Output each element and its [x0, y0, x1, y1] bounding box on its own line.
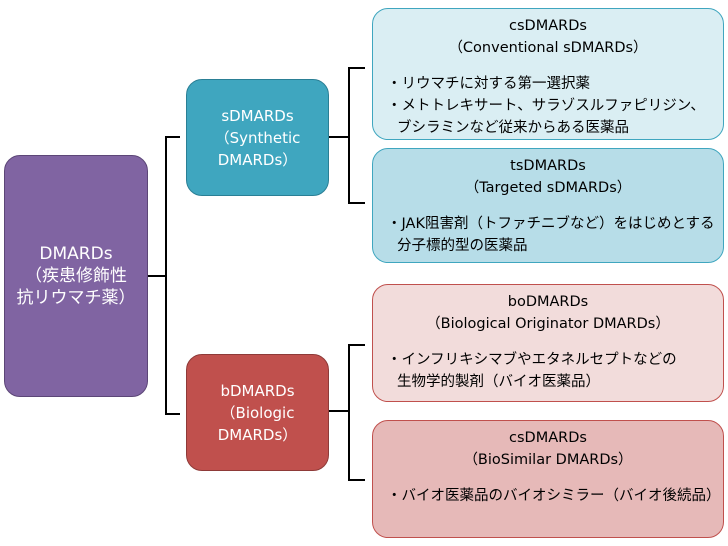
synthetic-line-2: （Synthetic: [214, 128, 301, 147]
leaf-bullet-list: ・リウマチに対する第一選択薬 ・メトトレキサート、サラゾスルファピリジン、 ブシ…: [373, 73, 723, 139]
bullet-item: ・インフリキシマブやエタネルセプトなどの: [387, 352, 677, 368]
bullet-item: ・JAK阻害剤（トファチニブなど）をはじめとする: [387, 216, 715, 232]
biologic-dmards-node: bDMARDs （Biologic DMARDs）: [186, 354, 329, 471]
biologic-line-2: （Biologic: [220, 403, 295, 422]
csdmards-conventional-node: csDMARDs （Conventional sDMARDs） ・リウマチに対す…: [372, 8, 724, 140]
root-line-3: 抗リウマチ薬）: [16, 288, 136, 308]
bullet-item: ・メトトレキサート、サラゾスルファピリジン、: [387, 98, 705, 114]
bullet-item: 分子標的型の医薬品: [397, 238, 528, 254]
leaf-subtitle: （BioSimilar DMARDs）: [463, 452, 633, 468]
leaf-subtitle: （Targeted sDMARDs）: [464, 180, 632, 196]
synthetic-line-3: DMARDs）: [217, 150, 298, 169]
bodmards-originator-node: boDMARDs （Biological Originator DMARDs） …: [372, 284, 724, 402]
leaf-subtitle: （Biological Originator DMARDs）: [426, 316, 670, 332]
leaf-title: csDMARDs: [509, 430, 587, 446]
leaf-bullet-list: ・JAK阻害剤（トファチニブなど）をはじめとする 分子標的型の医薬品: [373, 213, 723, 257]
leaf-bullet-list: ・インフリキシマブやエタネルセプトなどの 生物学的製剤（バイオ医薬品）: [373, 349, 723, 393]
leaf-title: tsDMARDs: [510, 158, 586, 174]
root-line-2: （疾患修飾性: [25, 266, 127, 286]
leaf-subtitle: （Conventional sDMARDs）: [448, 40, 648, 56]
bullet-item: ・リウマチに対する第一選択薬: [387, 76, 590, 92]
bullet-item: 生物学的製剤（バイオ医薬品）: [397, 374, 600, 390]
biologic-bracket: [348, 344, 365, 481]
bullet-item: ブシラミンなど従来からある医薬品: [397, 120, 629, 136]
dmards-root-node: DMARDs （疾患修飾性 抗リウマチ薬）: [4, 155, 148, 397]
leaf-title: csDMARDs: [509, 18, 587, 34]
biologic-line-1: bDMARDs: [220, 381, 295, 400]
root-bracket: [165, 136, 180, 415]
synthetic-line-1: sDMARDs: [221, 106, 294, 125]
leaf-title: boDMARDs: [507, 294, 589, 310]
bullet-item: ・バイオ医薬品のバイオシミラー（バイオ後続品）: [387, 488, 721, 504]
csdmards-biosimilar-node: csDMARDs （BioSimilar DMARDs） ・バイオ医薬品のバイオ…: [372, 420, 724, 538]
tsdmards-targeted-node: tsDMARDs （Targeted sDMARDs） ・JAK阻害剤（トファチ…: [372, 148, 724, 263]
root-line-1: DMARDs: [39, 244, 113, 264]
synthetic-dmards-node: sDMARDs （Synthetic DMARDs）: [186, 79, 329, 196]
leaf-bullet-list: ・バイオ医薬品のバイオシミラー（バイオ後続品）: [373, 485, 723, 507]
synthetic-bracket: [348, 67, 365, 204]
biologic-line-3: DMARDs）: [217, 425, 298, 444]
